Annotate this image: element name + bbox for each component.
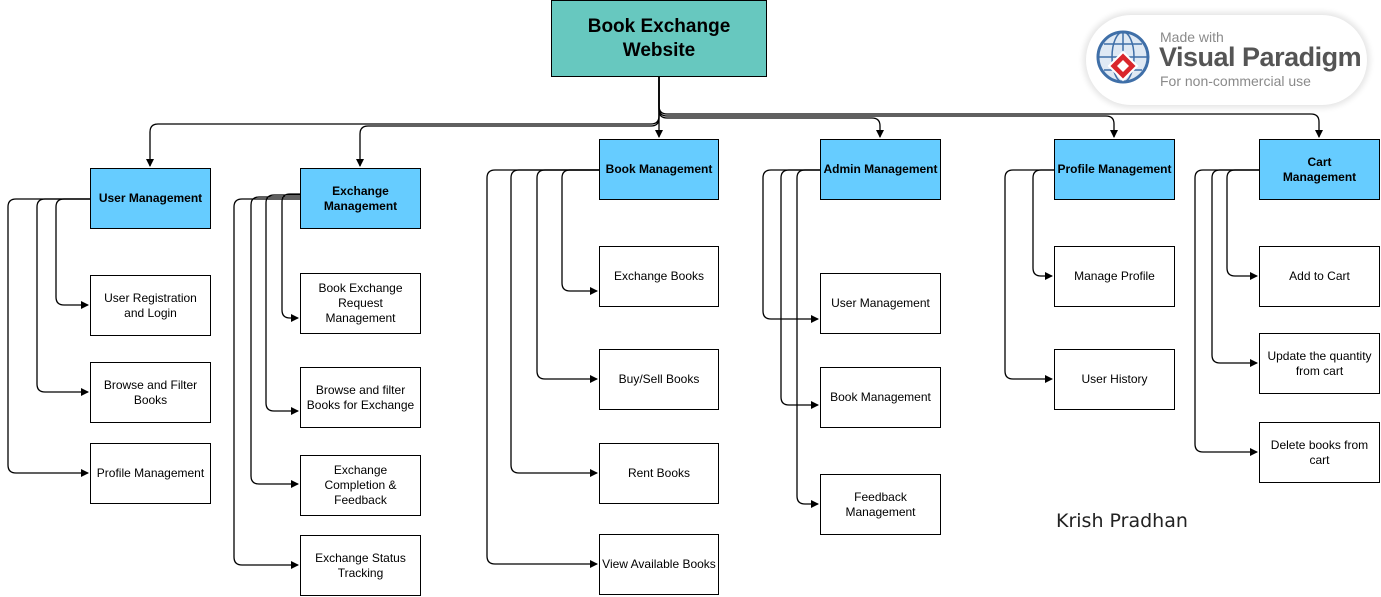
node-view-available-books: View Available Books — [599, 534, 719, 595]
connector-browse-filter-exchange — [265, 194, 300, 415]
connector-rent-books — [510, 169, 599, 477]
node-label: Profile Management — [96, 466, 205, 480]
category-cart-management: Cart Management — [1259, 139, 1380, 200]
root-connector-5 — [658, 77, 1118, 138]
connector-admin-book-management — [780, 169, 820, 409]
node-admin-user-management: User Management — [820, 273, 941, 334]
node-delete-books: Delete books from cart — [1259, 422, 1380, 483]
node-buy-sell-books: Buy/Sell Books — [599, 349, 719, 410]
category-label: Exchange Management — [323, 183, 398, 213]
node-manage-profile: Manage Profile — [1054, 246, 1175, 307]
connector-exchange-completion — [250, 196, 300, 488]
root-label: Book Exchange Website — [587, 15, 731, 61]
node-label: View Available Books — [602, 557, 716, 571]
node-label: Exchange Status Tracking — [315, 550, 406, 580]
node-browse-filter-exchange: Browse and filter Books for Exchange — [300, 367, 421, 428]
node-user-registration: User Registration and Login — [90, 275, 211, 336]
node-label: Buy/Sell Books — [618, 372, 700, 386]
connector-buy-sell-books — [536, 169, 599, 383]
node-label: Browse and filter Books for Exchange — [306, 382, 415, 412]
node-exchange-status: Exchange Status Tracking — [300, 535, 421, 596]
node-add-to-cart: Add to Cart — [1259, 246, 1380, 307]
root-node: Book Exchange Website — [551, 0, 767, 77]
category-label: Book Management — [605, 162, 713, 176]
connector-profile-management — [7, 198, 90, 477]
category-book-management: Book Management — [599, 139, 719, 200]
node-label: Delete books from cart — [1270, 437, 1369, 467]
node-profile-management: Profile Management — [90, 443, 211, 504]
node-label: Update the quantity from cart — [1267, 348, 1372, 378]
node-user-history: User History — [1054, 349, 1175, 410]
node-label: User Registration and Login — [104, 290, 197, 320]
watermark-made-with: Made with — [1160, 29, 1224, 45]
author-name: Krish Pradhan — [1056, 510, 1188, 532]
category-label: User Management — [98, 191, 203, 205]
node-exchange-books: Exchange Books — [599, 246, 719, 307]
category-user-management: User Management — [90, 168, 211, 229]
connector-exchange-books — [561, 169, 599, 295]
root-connector-6 — [658, 77, 1323, 138]
node-rent-books: Rent Books — [599, 443, 719, 504]
node-label: Book Management — [830, 390, 931, 404]
connector-update-quantity — [1211, 169, 1259, 367]
connector-feedback-management — [796, 169, 820, 508]
node-exchange-request: Book Exchange Request Management — [300, 273, 421, 334]
connector-user-history — [1004, 169, 1054, 383]
connector-add-to-cart — [1226, 169, 1259, 280]
node-admin-book-management: Book Management — [820, 367, 941, 428]
node-label: Rent Books — [627, 466, 691, 480]
node-update-quantity: Update the quantity from cart — [1259, 333, 1380, 394]
watermark-noncommercial: For non-commercial use — [1160, 73, 1311, 89]
node-label: Exchange Completion & Feedback — [324, 463, 397, 507]
node-feedback-management: Feedback Management — [820, 474, 941, 535]
root-connector-4 — [658, 77, 884, 138]
visual-paradigm-logo-icon — [1096, 30, 1150, 84]
category-label: Admin Management — [823, 162, 938, 176]
category-label: Profile Management — [1057, 162, 1172, 176]
visual-paradigm-watermark: Made with Visual Paradigm For non-commer… — [1086, 15, 1367, 105]
node-browse-filter-books: Browse and Filter Books — [90, 362, 211, 423]
node-label: Add to Cart — [1289, 269, 1350, 283]
category-label: Cart Management — [1282, 154, 1357, 184]
node-label: Feedback Management — [845, 489, 916, 519]
node-exchange-completion: Exchange Completion & Feedback — [300, 455, 421, 516]
watermark-brand: Visual Paradigm — [1159, 42, 1362, 72]
connector-exchange-request — [281, 193, 300, 322]
node-label: User History — [1081, 372, 1148, 386]
connector-exchange-status — [233, 198, 300, 569]
connector-delete-books — [1194, 169, 1259, 456]
connector-view-available-books — [486, 169, 599, 568]
connector-admin-user-management — [762, 169, 820, 323]
node-label: Browse and Filter Books — [103, 377, 198, 407]
category-admin-management: Admin Management — [820, 139, 941, 200]
connector-manage-profile — [1032, 169, 1054, 280]
connector-browse-filter-books — [36, 198, 90, 396]
category-profile-management: Profile Management — [1054, 139, 1175, 200]
node-label: User Management — [831, 296, 930, 310]
connector-user-registration — [55, 198, 90, 309]
category-exchange-management: Exchange Management — [300, 168, 421, 229]
root-connector-1 — [146, 77, 660, 167]
node-label: Exchange Books — [613, 269, 705, 283]
node-label: Book Exchange Request Management — [318, 281, 403, 325]
node-label: Manage Profile — [1074, 269, 1155, 283]
